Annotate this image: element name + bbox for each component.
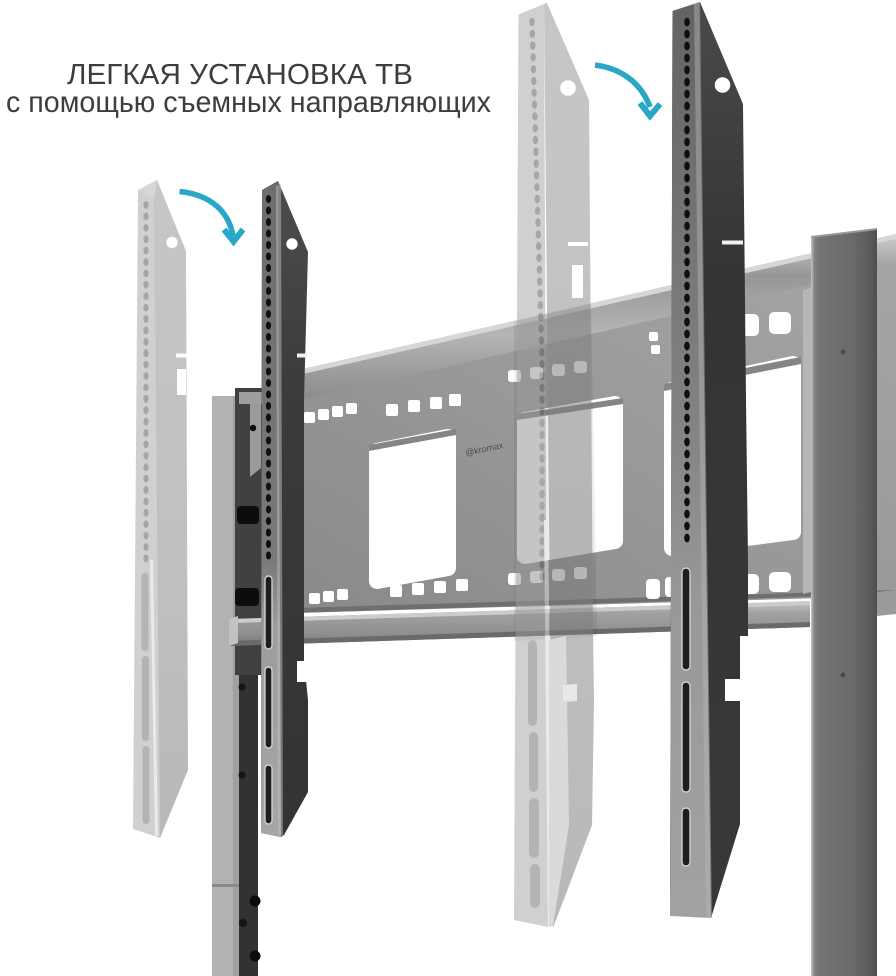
svg-text:с помощью съемных направляющих: с помощью съемных направляющих bbox=[6, 86, 491, 119]
svg-text:ЛЕГКАЯ УСТАНОВКА ТВ: ЛЕГКАЯ УСТАНОВКА ТВ bbox=[67, 59, 413, 91]
